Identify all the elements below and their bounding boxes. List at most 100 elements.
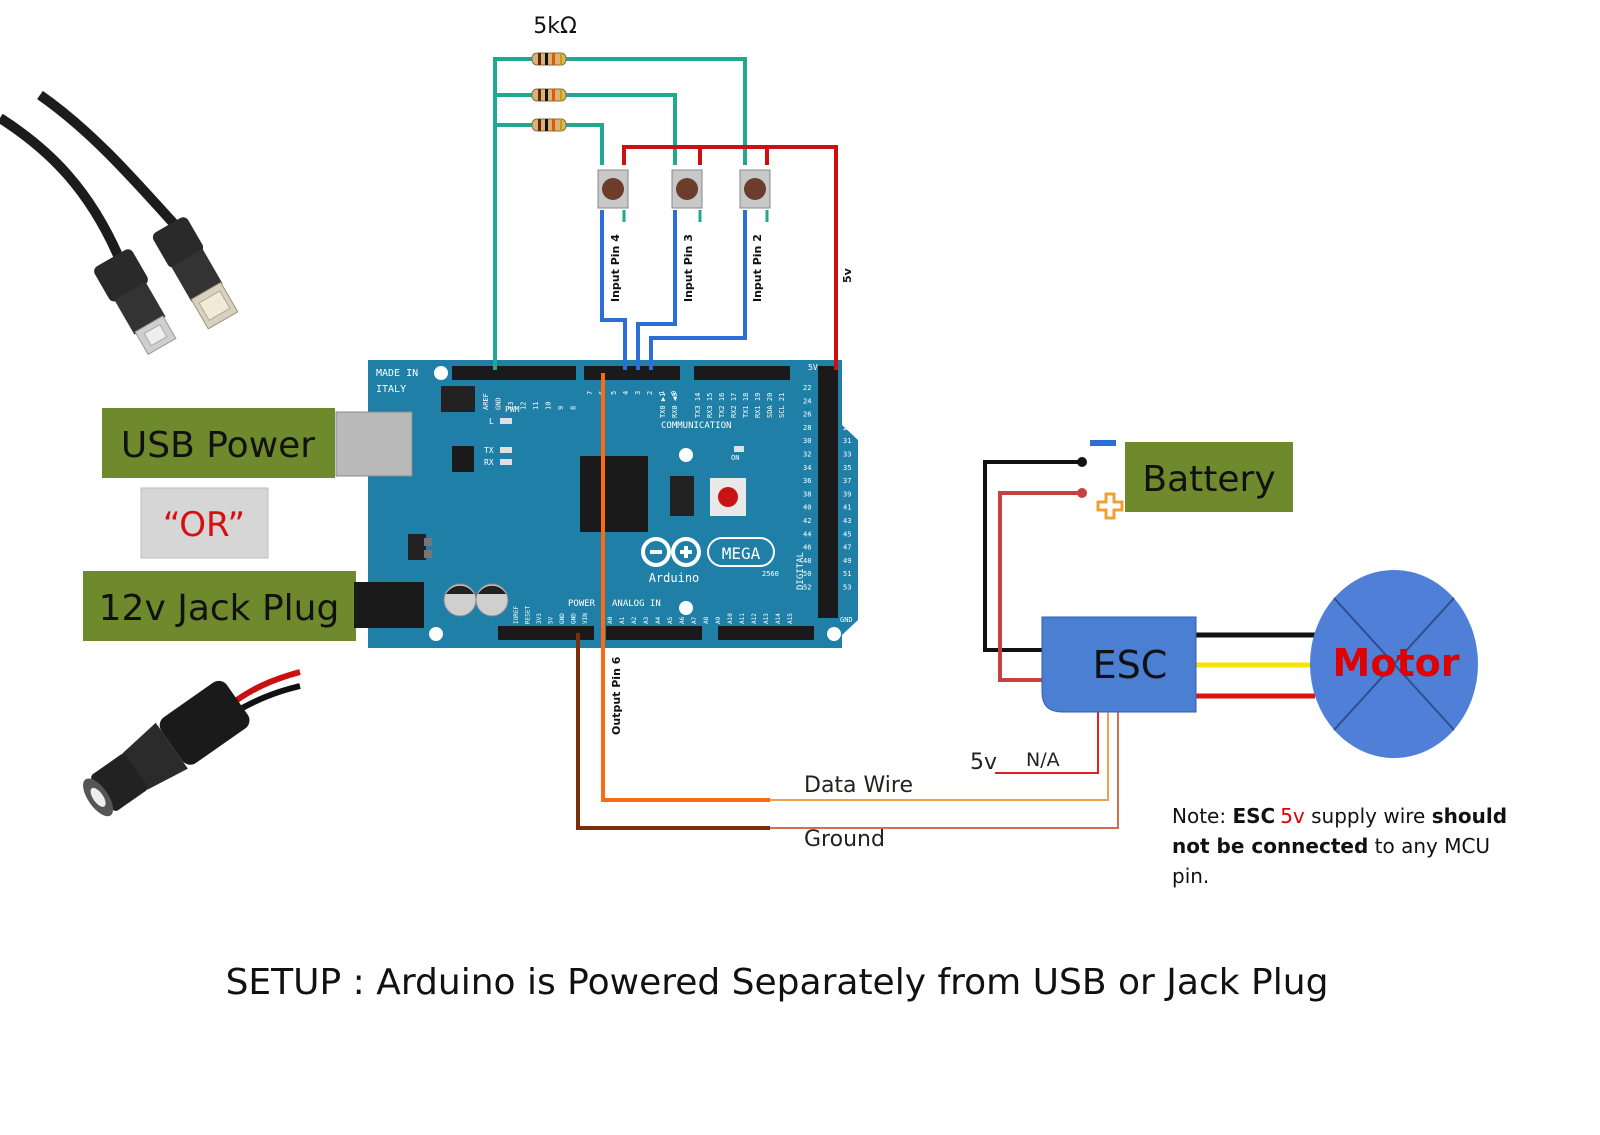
or-label: “OR” [140, 487, 269, 559]
pin-label: 53 [843, 584, 851, 592]
pin-label: TX1 18 [742, 393, 750, 418]
pin-label: 33 [843, 451, 851, 459]
pin-label: 30 [803, 437, 811, 445]
esc-na-label: N/A [1026, 749, 1060, 771]
svg-text:MEGA: MEGA [722, 544, 761, 563]
pin-label: TX0 ▶1 [659, 393, 667, 418]
pin-label: 40 [803, 504, 811, 512]
pin-label: SCL 21 [778, 393, 786, 418]
pin-label: RESET [525, 606, 532, 624]
push-button-pin-3 [671, 169, 703, 209]
pin-label: 35 [843, 464, 851, 472]
svg-text:L: L [489, 417, 494, 426]
pin-label: 50 [803, 570, 811, 578]
pin-label: 45 [843, 530, 851, 538]
pin-label: A1 [619, 616, 626, 624]
svg-text:not be connected to any MCU: not be connected to any MCU [1172, 834, 1490, 858]
pin-label: 37 [843, 477, 851, 485]
svg-text:TX: TX [484, 446, 494, 455]
usb-power-label: USB Power [102, 408, 335, 478]
svg-text:2560: 2560 [762, 570, 779, 578]
pin-label: A12 [751, 613, 758, 624]
pin-label: 0 [670, 391, 678, 395]
data-wire-label: Data Wire [804, 773, 913, 798]
pin-label: 34 [803, 464, 811, 472]
pin-label: 25 [843, 397, 851, 405]
svg-text:ESC: ESC [1093, 643, 1168, 687]
pin-label: 51 [843, 570, 851, 578]
pin-label: A3 [643, 616, 650, 624]
pin-label: GND [559, 613, 566, 624]
svg-text:12v Jack Plug: 12v Jack Plug [99, 588, 340, 629]
pin-label: 4 [622, 391, 630, 395]
svg-text:POWER: POWER [568, 599, 596, 609]
diagram-caption: SETUP : Arduino is Powered Separately fr… [226, 962, 1329, 1003]
pin-label: A6 [679, 616, 686, 624]
pin-label: 1 [658, 391, 666, 395]
pin-label: 26 [803, 411, 811, 419]
resistor-2 [531, 88, 567, 102]
pin-label: IOREF [513, 606, 520, 624]
pin-label: 43 [843, 517, 851, 525]
reset-button [718, 487, 738, 507]
pull-down-resistor-wiring [493, 57, 838, 370]
svg-text:ON: ON [731, 454, 739, 462]
pin-label: 46 [803, 544, 811, 552]
svg-text:Arduino: Arduino [649, 571, 700, 585]
pin-label: A5 [667, 616, 674, 624]
pin-label: RX0 ◀0 [671, 393, 679, 418]
pin-label: A4 [655, 616, 662, 624]
resistor-3 [531, 118, 567, 132]
pin-label: VIN [582, 613, 589, 624]
esc-signal-wiring [576, 373, 1119, 830]
pin-label: 5V [548, 616, 555, 624]
svg-text:Motor: Motor [1333, 641, 1460, 685]
pin-label: 10 [545, 402, 553, 410]
pin-label: A14 [775, 613, 782, 624]
pin-label: 36 [803, 477, 811, 485]
pin-label: 3V3 [536, 613, 543, 624]
pin-label: 32 [803, 451, 811, 459]
svg-text:“OR”: “OR” [163, 505, 245, 545]
input-pin-4-label: Input Pin 4 [609, 234, 622, 302]
pin-label: 47 [843, 544, 851, 552]
pin-label: 3 [634, 391, 642, 395]
pin-label: 11 [532, 402, 540, 410]
pin-label: 38 [803, 490, 811, 498]
power-pin-labels: IOREF RESET 3V3 5V GND GND VIN [513, 606, 589, 624]
svg-text:MADE IN: MADE IN [376, 368, 418, 379]
battery-wiring [983, 460, 1082, 682]
pin-label: RX2 17 [730, 393, 738, 418]
svg-text:PWM: PWM [505, 405, 520, 414]
pin-label: 27 [843, 411, 851, 419]
ground-label: Ground [804, 827, 885, 852]
svg-text:GND: GND [840, 616, 853, 624]
pin-label: RX1 19 [754, 393, 762, 418]
usb-b-port [335, 411, 413, 477]
pin-label: 41 [843, 504, 851, 512]
pin-label: 28 [803, 424, 811, 432]
svg-text:ANALOG IN: ANALOG IN [612, 599, 661, 609]
battery-label: Battery [1125, 442, 1293, 512]
pin-label: 2 [646, 391, 654, 395]
microcontroller-chip [580, 456, 648, 532]
pin-label: A8 [703, 616, 710, 624]
pin-label: GND [571, 613, 578, 624]
pin-label: RX3 15 [706, 393, 714, 418]
pin-label: A10 [727, 613, 734, 624]
pin-label: A9 [715, 616, 722, 624]
pin-label: 31 [843, 437, 851, 445]
pin-label: AREF [482, 393, 490, 410]
pin-label: 48 [803, 557, 811, 565]
pin-label: TX3 14 [694, 393, 702, 418]
jack-plug-label: 12v Jack Plug [83, 571, 356, 641]
svg-text:USB Power: USB Power [121, 425, 315, 466]
input-pin-2-label: Input Pin 2 [751, 234, 764, 302]
usb-cable-icon [0, 90, 239, 356]
pin-label: A15 [787, 613, 794, 624]
